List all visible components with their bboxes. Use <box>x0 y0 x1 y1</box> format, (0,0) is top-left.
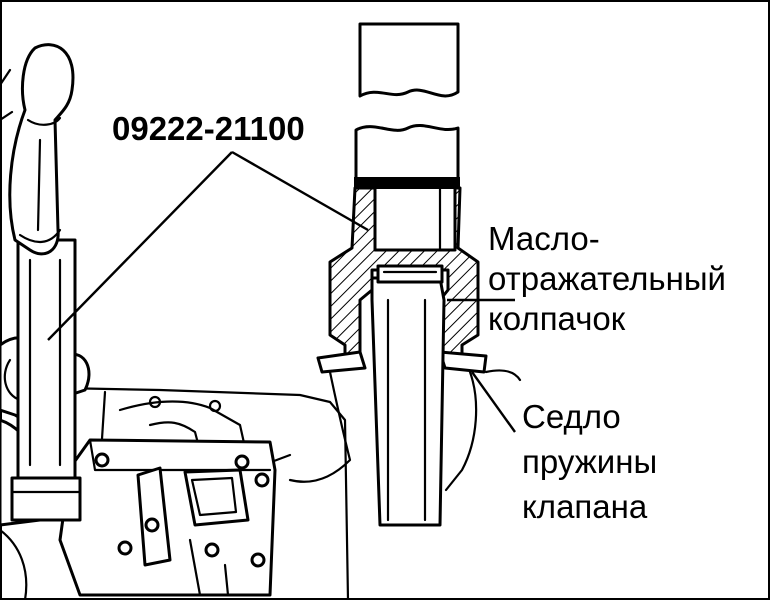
cylinder-head-illustration <box>0 43 350 600</box>
spring-seat-label-line1: Седло <box>522 398 621 435</box>
valve-spring-seat <box>316 350 367 374</box>
hammer-rod-upper <box>358 22 460 98</box>
leader-lines <box>47 150 516 433</box>
oil-seal <box>376 264 444 284</box>
tool-part-number-label: 09222-21100 <box>112 110 305 147</box>
spring-seat-label-line3: клапана <box>522 488 648 525</box>
hammer-rod-lower <box>354 123 460 182</box>
seal-installer-cross-section <box>288 22 522 527</box>
oil-seal-label-line1: Масло- <box>488 220 600 257</box>
oil-seal-label-line2: отражательный <box>488 260 726 297</box>
valve-guide <box>370 276 446 527</box>
oil-seal-label-line3: колпачок <box>488 300 626 337</box>
spring-seat-label-line2: пружины <box>522 443 657 480</box>
